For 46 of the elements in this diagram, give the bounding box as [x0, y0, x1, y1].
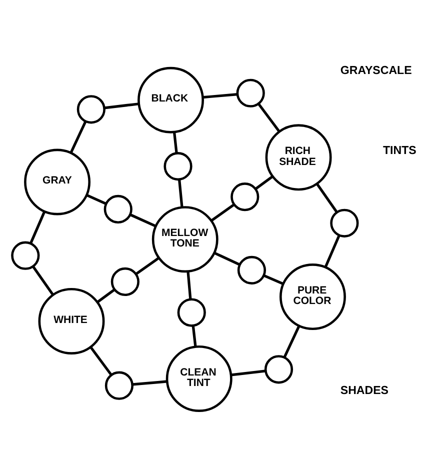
connector [263, 274, 284, 285]
label: SHADES [340, 384, 389, 396]
connector [202, 92, 238, 98]
connector [86, 194, 107, 205]
node-circle [164, 152, 192, 180]
connector [172, 131, 178, 153]
node-circle [230, 182, 260, 211]
connector [29, 210, 46, 244]
node-circle: GRAY [24, 148, 91, 215]
connector [258, 102, 280, 132]
connector [324, 234, 340, 268]
connector [231, 369, 266, 376]
node-circle [110, 266, 140, 296]
connector [32, 265, 54, 296]
label: GRAYSCALE [340, 64, 412, 77]
connector [90, 346, 112, 376]
node-circle [11, 240, 40, 270]
connector [178, 179, 184, 207]
connector [186, 270, 192, 299]
connector [96, 288, 116, 303]
node-circle [330, 208, 359, 237]
node-circle: PURE COLOR [280, 263, 346, 330]
connector [132, 380, 168, 386]
connector [135, 256, 160, 274]
connector [210, 203, 235, 222]
node-circle [177, 298, 206, 326]
node-circle [104, 370, 134, 400]
node-circle: BLACK [138, 66, 204, 133]
node-circle [264, 354, 294, 384]
connector [283, 324, 300, 358]
connector [130, 213, 156, 227]
label: TINTS [382, 144, 416, 156]
connector [70, 120, 87, 153]
node-circle [76, 94, 106, 124]
node-circle [104, 194, 132, 224]
connector [214, 251, 240, 266]
node-circle: MELLOW TONE [152, 206, 218, 272]
node-circle [237, 255, 266, 284]
node-circle: RICH SHADE [265, 124, 332, 190]
node-circle: CLEAN TINT [166, 344, 232, 412]
connector [254, 174, 274, 190]
node-circle: WHITE [38, 287, 105, 354]
node-circle [236, 78, 265, 107]
connector [192, 325, 197, 346]
connector [316, 182, 338, 213]
connector [104, 102, 139, 109]
